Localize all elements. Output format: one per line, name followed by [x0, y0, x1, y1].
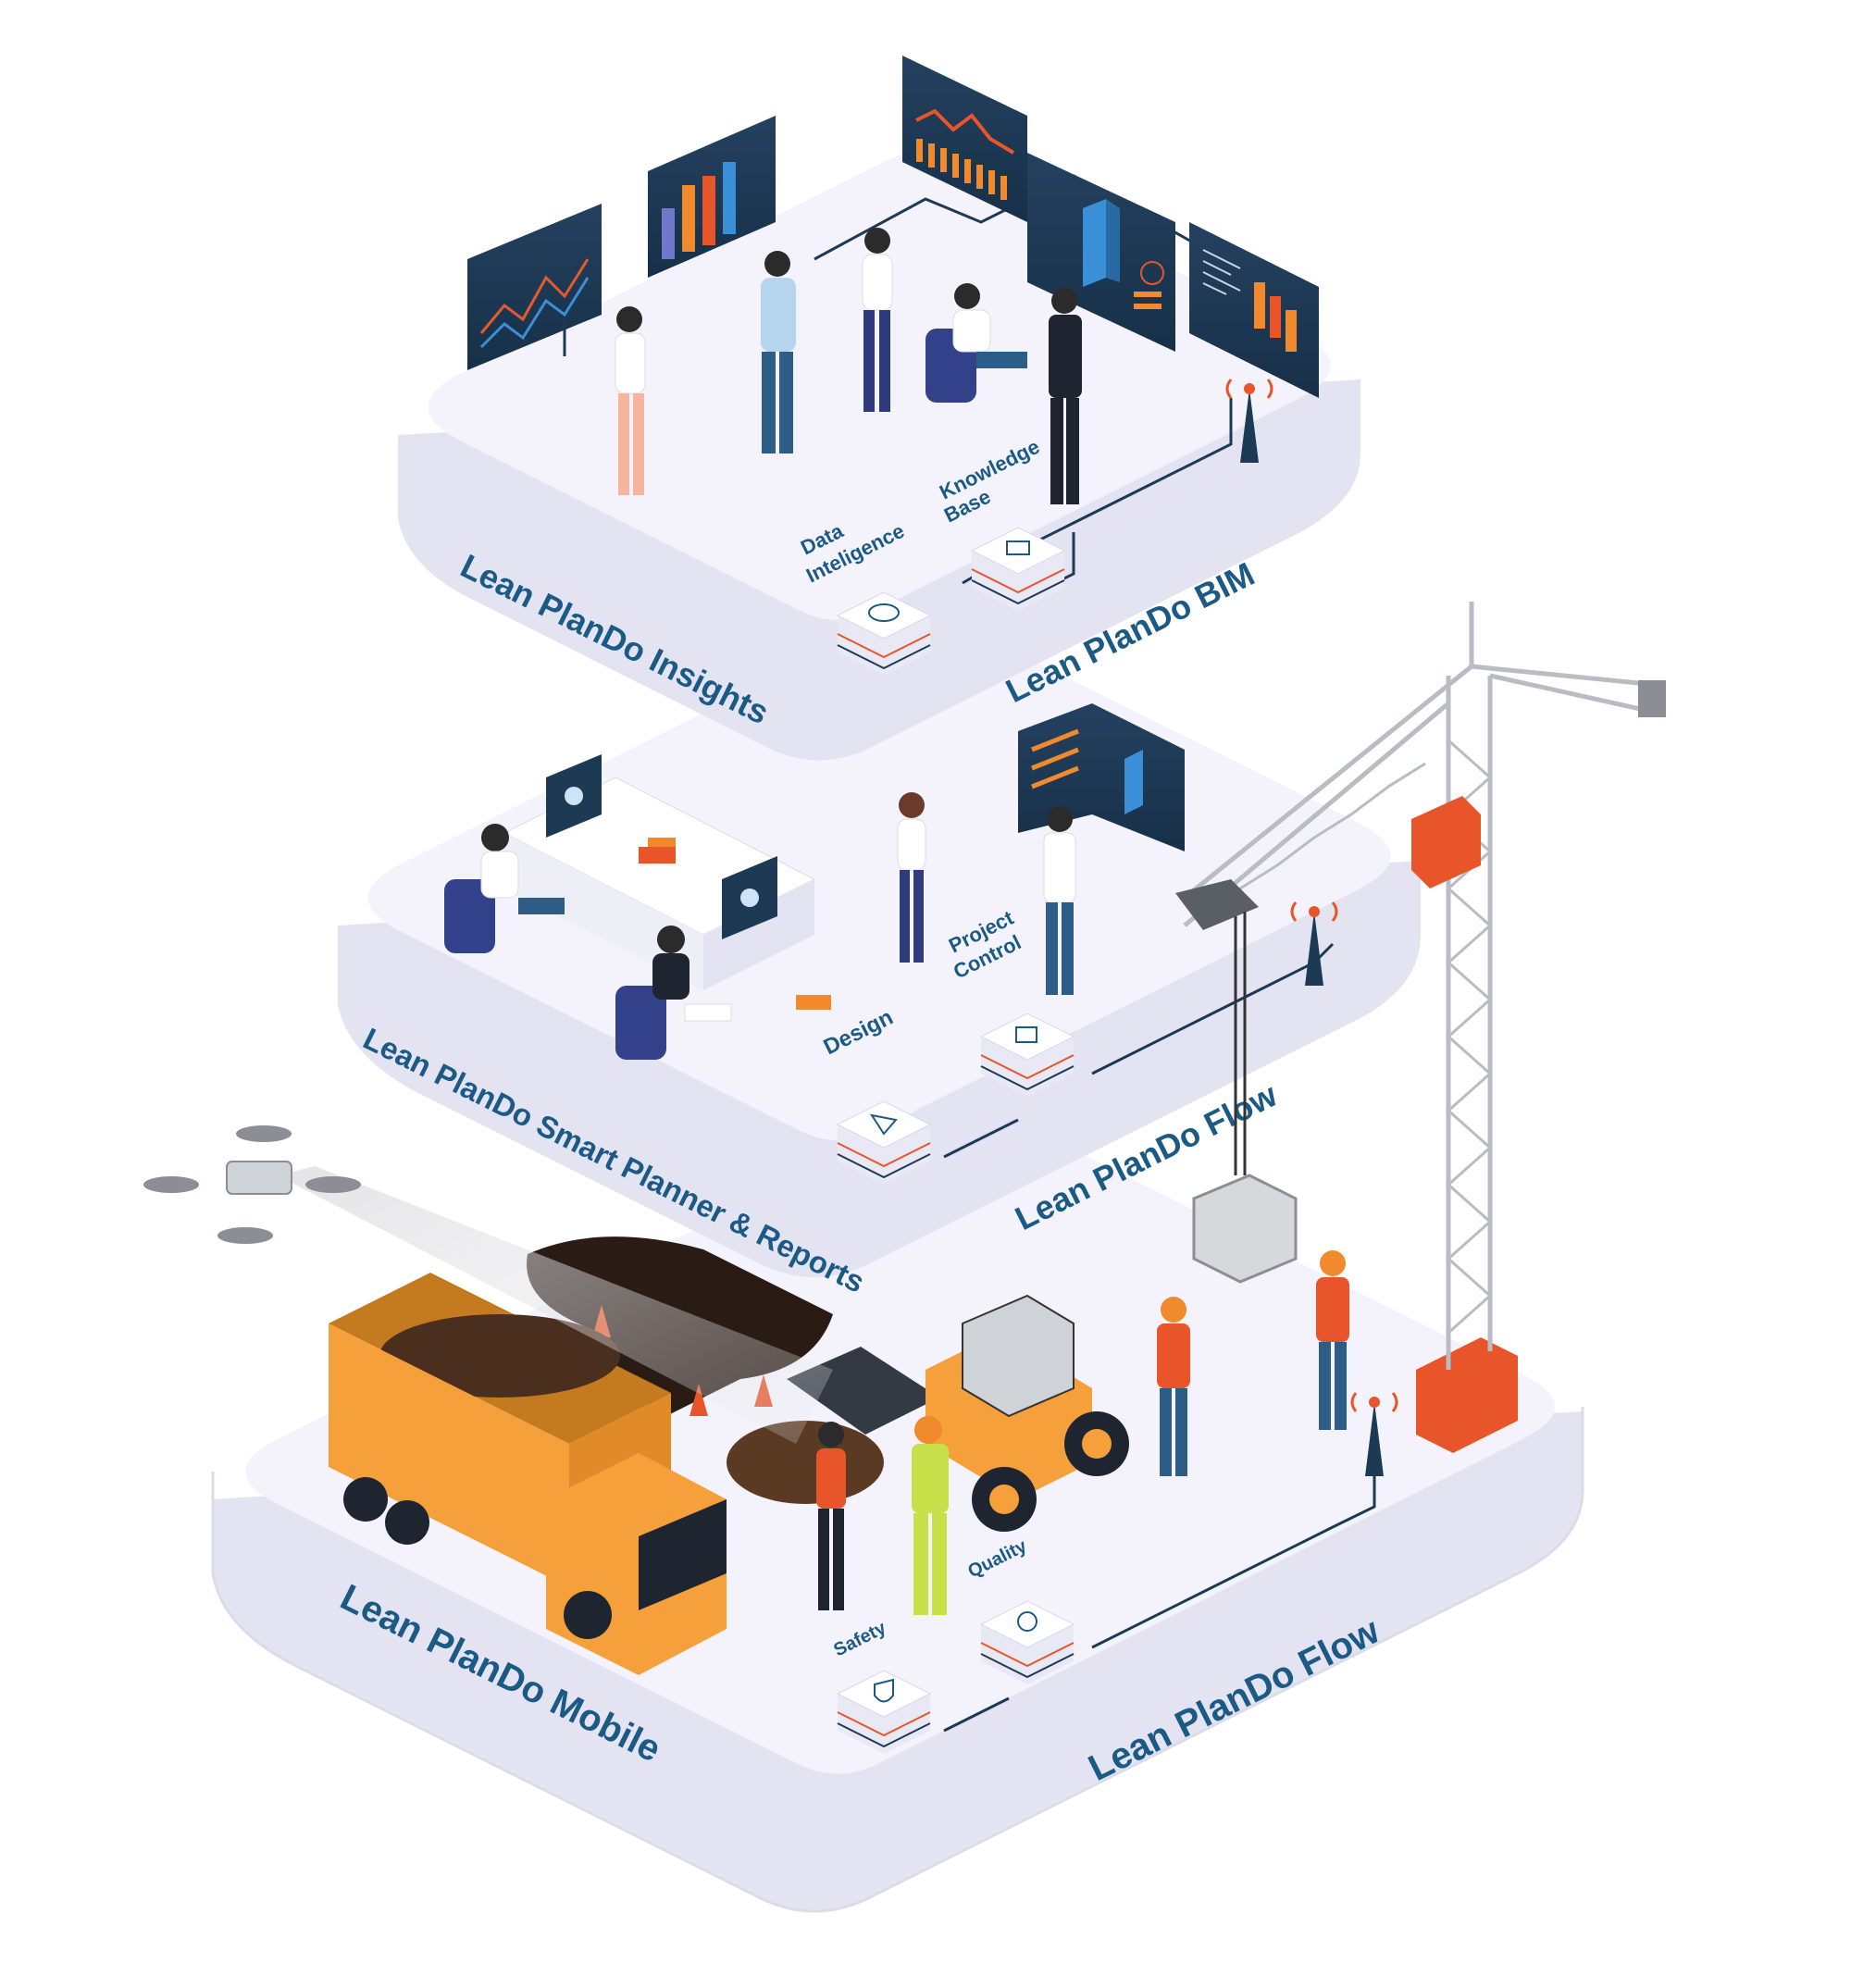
bottom-workers: [816, 1250, 1349, 1615]
top-people: [615, 228, 1082, 504]
signal-tower-bottom: [1350, 1392, 1398, 1476]
bar-monitor-2: [648, 116, 776, 278]
line-bar-monitor-3: [902, 56, 1027, 222]
module-design: [836, 1100, 932, 1185]
building-monitor-4: [1027, 153, 1175, 352]
signal-tower-top: [1225, 379, 1273, 463]
chart-monitor-1: [467, 204, 602, 370]
module-quality: [979, 1600, 1075, 1684]
cloud-circuit-icon: [868, 603, 900, 622]
quality-badge-icon: [1017, 1611, 1037, 1632]
signal-tower-middle: [1290, 901, 1338, 986]
office-desks: [503, 754, 831, 1010]
module-knowledge-base: [970, 527, 1066, 611]
drafting-tools-icon: [869, 1113, 898, 1136]
module-safety: [836, 1670, 932, 1754]
document-gear-icon: [1015, 1026, 1037, 1043]
tower-crane: [1175, 602, 1666, 1453]
dump-truck: [329, 1273, 727, 1675]
middle-people: [444, 792, 1076, 1060]
book-lightbulb-icon: [1006, 540, 1030, 555]
shield-icon: [874, 1678, 894, 1703]
middle-circuit-lines: [943, 942, 1335, 1159]
module-data-intelligence: [836, 591, 932, 676]
bottom-circuit-lines: [943, 1472, 1376, 1733]
report-monitor-5: [1189, 222, 1319, 398]
drone: [143, 1125, 833, 1444]
module-project-control: [979, 1013, 1075, 1097]
dirt-pile: [727, 1421, 884, 1504]
